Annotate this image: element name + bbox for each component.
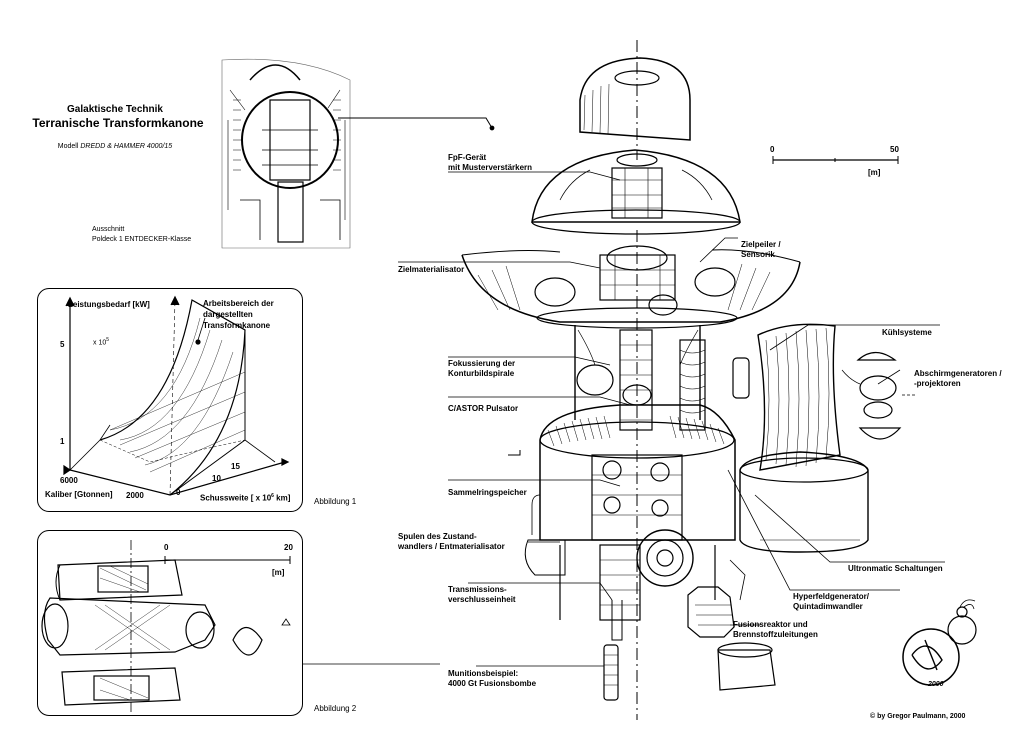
callout-hyperfeld-1: Hyperfeldgenerator/ xyxy=(793,592,870,601)
figure1-area-label-2: dargestellten xyxy=(203,310,253,319)
callout-sammel: Sammelringspeicher xyxy=(448,488,527,497)
shield-generators-drawing xyxy=(841,351,915,440)
cooling-system-drawing xyxy=(739,323,869,553)
figure1-y-multiplier: x 105 xyxy=(93,337,110,347)
fusion-bomb-drawing xyxy=(603,644,619,701)
reflector-dish-drawing xyxy=(461,245,801,329)
figure2-scale-tick-0: 0 xyxy=(164,543,169,552)
callout-hyperfeld-2: Quintadimwandler xyxy=(793,602,863,611)
figure1-x-tick-2000: 2000 xyxy=(126,491,144,500)
figure1-y-axis-label: Leistungsbedarf [kW] xyxy=(68,300,150,309)
main-scale-bar xyxy=(772,156,899,164)
figure1-area-label-1: Arbeitsbereich der xyxy=(203,299,274,308)
figure2-scale-unit: [m] xyxy=(272,568,285,577)
callout-kuehlsysteme: Kühlsysteme xyxy=(882,328,932,337)
callout-ultronmatic: Ultronmatic Schaltungen xyxy=(848,564,943,573)
poldeck-inset-drawing xyxy=(221,58,495,249)
dome-housing-drawing xyxy=(531,149,741,235)
figure1-z-tick-0: 0 xyxy=(176,488,181,497)
callout-transmission-2: verschlusseinheit xyxy=(448,595,516,604)
main-scale-tick-0: 0 xyxy=(770,145,775,154)
l-marker xyxy=(508,450,521,456)
callout-spulen-1: Spulen des Zustand- xyxy=(398,532,477,541)
callout-abschirm-2: -projektoren xyxy=(914,379,961,388)
callout-fokus-1: Fokussierung der xyxy=(448,359,516,368)
callout-fpf-1: FpF-Gerät xyxy=(448,153,487,162)
model-name: DREDD & HAMMER 4000/15 xyxy=(80,143,173,150)
figure1-y-tick-5: 5 xyxy=(60,340,65,349)
figure1-z-axis-unit: km] xyxy=(273,493,291,503)
inset-caption-1: Ausschnitt xyxy=(92,226,125,233)
logo-year: 2000 xyxy=(928,681,944,688)
top-dome-drawing xyxy=(579,57,691,141)
main-scale-unit: [m] xyxy=(868,168,881,177)
callout-transmission-1: Transmissions- xyxy=(448,585,507,594)
figure2-scale-tick-20: 20 xyxy=(284,543,293,552)
figure1-z-axis-text: Schussweite [ x 10 xyxy=(200,493,272,503)
callout-castor: C/ASTOR Pulsator xyxy=(448,404,519,413)
main-scale-tick-50: 50 xyxy=(890,145,899,154)
figure1-chart-drawing xyxy=(63,295,290,496)
callout-fpf-2: mit Musterverstärkern xyxy=(448,163,533,172)
callout-fusion-1: Fusionsreaktor und xyxy=(733,620,808,629)
callout-spulen-2: wandlers / Entmaterialisator xyxy=(398,542,505,551)
callout-munition-1: Munitionsbeispiel: xyxy=(448,669,519,678)
base-body-drawing xyxy=(524,404,736,641)
callout-fokus-2: Konturbildspirale xyxy=(448,369,515,378)
fusion-reactor-drawing xyxy=(687,559,776,691)
figure1-z-axis-label: Schussweite [ x 106 km] xyxy=(200,493,291,503)
inset-caption-2: Poldeck 1 ENTDECKER-Klasse xyxy=(92,236,192,243)
title-line-2: Terranische Transformkanone xyxy=(32,116,204,130)
figure2-projectile-drawing xyxy=(41,540,291,715)
callout-zielmaterialisator: Zielmaterialisator xyxy=(398,265,465,274)
callout-fusion-2: Brennstoffzuleitungen xyxy=(733,630,818,639)
title-line-1: Galaktische Technik xyxy=(67,104,163,115)
figure1-x-tick-6000: 6000 xyxy=(60,476,78,485)
figure1-area-label-3: Transformkanone xyxy=(203,321,271,330)
callout-munition-2: 4000 Gt Fusionsbombe xyxy=(448,679,537,688)
callout-leaders xyxy=(303,171,945,667)
figure1-z-tick-15: 15 xyxy=(231,462,240,471)
callout-abschirm-1: Abschirmgeneratoren / xyxy=(914,369,1002,378)
figure1-y-multiplier-text: x 10 xyxy=(93,339,107,347)
copyright: © by Gregor Paulmann, 2000 xyxy=(870,713,966,720)
logo-drawing xyxy=(902,599,977,686)
model-line: Modell DREDD & HAMMER 4000/15 xyxy=(30,142,200,152)
figure1-z-tick-10: 10 xyxy=(212,474,221,483)
core-column-drawing xyxy=(574,325,750,431)
figure1-y-tick-1: 1 xyxy=(60,437,65,446)
callout-zielpeiler-2: Sensorik xyxy=(741,250,775,259)
figure1-x-axis-label: Kaliber [Gtonnen] xyxy=(45,490,113,499)
callout-zielpeiler-1: Zielpeiler / xyxy=(741,240,781,249)
figure1-label: Abbildung 1 xyxy=(314,497,357,506)
figure2-panel xyxy=(37,530,303,716)
figure2-label: Abbildung 2 xyxy=(314,704,357,713)
model-prefix: Modell xyxy=(57,143,81,150)
figure1-panel xyxy=(37,288,303,512)
